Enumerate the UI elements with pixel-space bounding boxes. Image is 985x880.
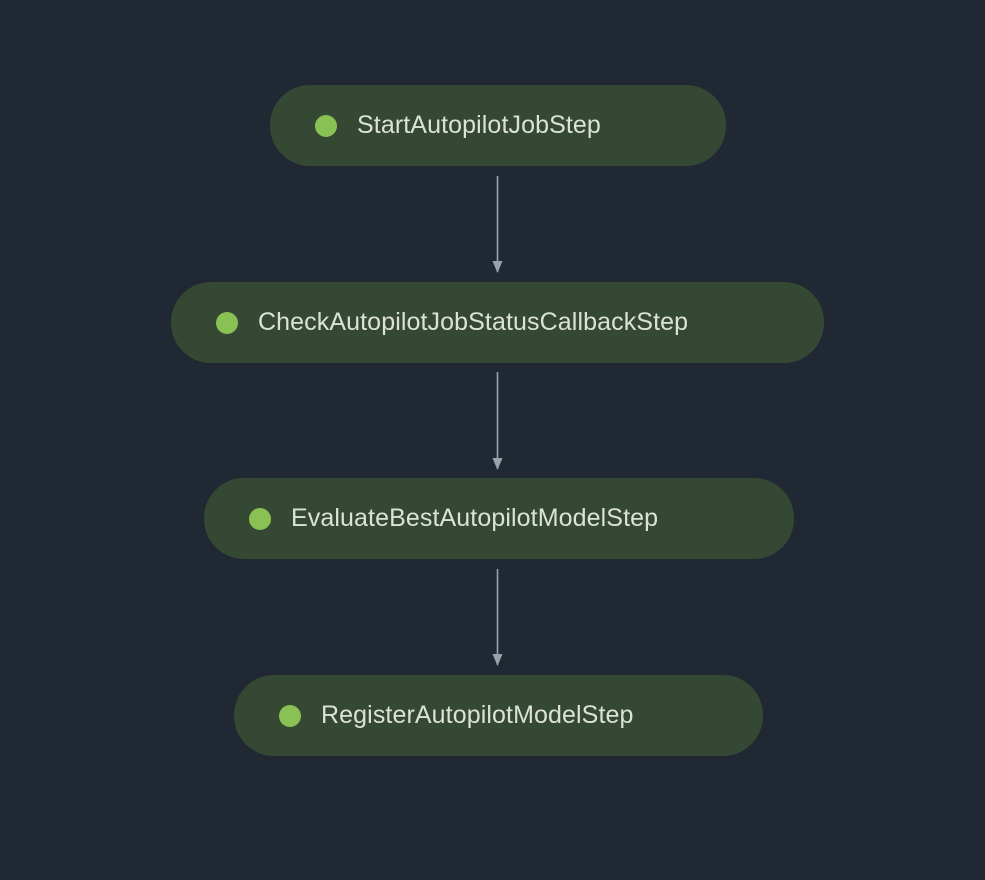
status-dot-icon (216, 311, 238, 334)
step-node-register-autopilot-model[interactable]: RegisterAutopilotModelStep (234, 675, 763, 756)
status-dot-icon (279, 704, 301, 727)
step-label: StartAutopilotJobStep (357, 111, 601, 139)
step-label: EvaluateBestAutopilotModelStep (291, 504, 659, 532)
step-label: CheckAutopilotJobStatusCallbackStep (258, 308, 689, 336)
status-dot-icon (249, 507, 271, 530)
status-dot-icon (315, 114, 337, 137)
step-node-check-autopilot-job-status[interactable]: CheckAutopilotJobStatusCallbackStep (171, 282, 824, 363)
step-label: RegisterAutopilotModelStep (321, 701, 634, 729)
step-node-evaluate-best-autopilot-model[interactable]: EvaluateBestAutopilotModelStep (204, 478, 794, 559)
step-node-start-autopilot-job[interactable]: StartAutopilotJobStep (270, 85, 726, 166)
